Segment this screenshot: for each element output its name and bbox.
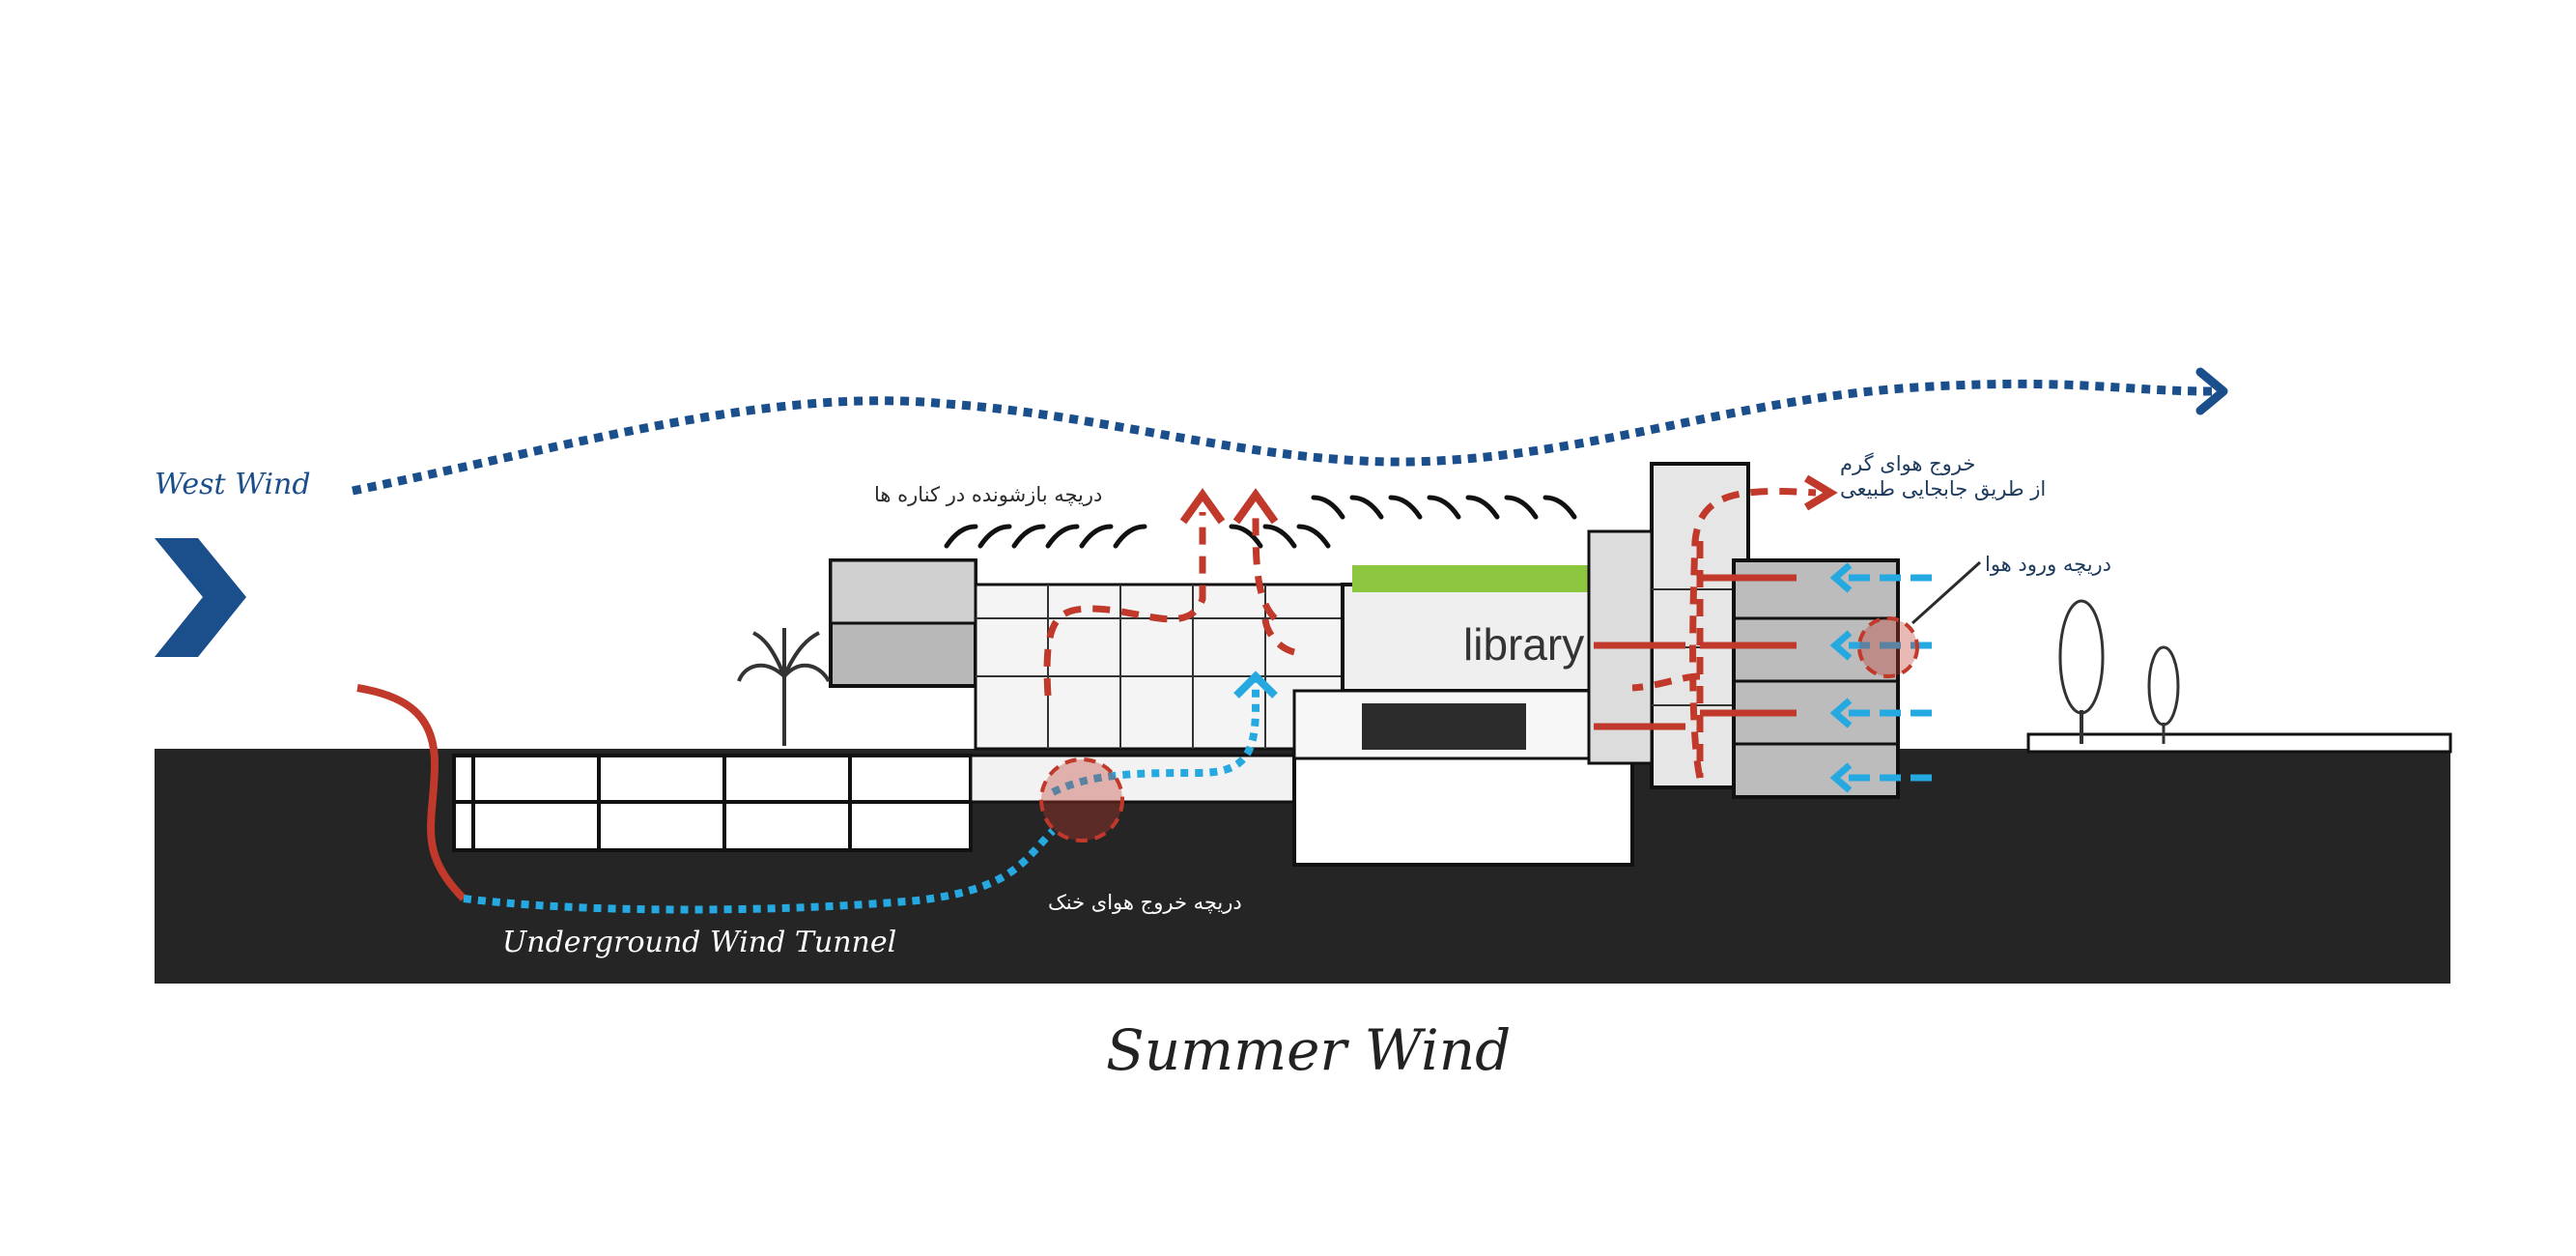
hot-air-exit-label-line1: خروج هوای گرم (1840, 452, 1976, 475)
hot-air-exit-label-line2: از طریق جابجایی طبیعی (1840, 477, 2047, 500)
underground-tunnel-label: Underground Wind Tunnel (502, 926, 897, 959)
library-block (1341, 583, 1615, 693)
library-window (1362, 703, 1526, 750)
west-wind-arrowhead-icon (2195, 367, 2228, 415)
west-wind-flow-line (352, 379, 2213, 496)
cool-air-inlet-arrowheads (1829, 562, 1853, 793)
basement-grid (454, 756, 971, 850)
hot-air-arrow-up-1-icon (1179, 488, 1226, 525)
hot-air-exhaust-lines (1594, 574, 1797, 730)
cool-air-flow (463, 676, 1260, 914)
side-vents-label: دریچه بازشونده در کناره ها (874, 483, 1103, 506)
library-label: library (1463, 619, 1585, 670)
hot-air-arrow-up-2-icon (1232, 488, 1279, 525)
hot-air-exit-arrow-icon (1803, 474, 1838, 511)
east-block (1732, 558, 1900, 799)
east-block-floors (1734, 616, 1898, 746)
air-inlet-label: دریچه ورود هوا (1985, 553, 2112, 576)
cool-air-exit-vent-marker (1039, 757, 1124, 842)
side-vent-louvers-right (1311, 495, 1577, 520)
atrium-frame (974, 583, 1345, 751)
palm-tree-icon (737, 628, 831, 746)
air-inlet-vent-marker (1857, 616, 1919, 678)
green-roof (1352, 565, 1608, 592)
air-inlet-leader (1911, 560, 1982, 625)
basement-void-library (1292, 754, 1634, 867)
cool-air-arrow-up-icon (1233, 671, 1278, 699)
wind-direction-chevron-icon (155, 538, 246, 657)
side-vent-louvers-left (944, 524, 1331, 549)
tree-icon-1 (2058, 599, 2105, 744)
basement-void-central (969, 754, 1296, 804)
diagram-title: Summer Wind (1106, 1017, 1512, 1083)
west-wind-label: West Wind (155, 468, 311, 501)
east-terrain (2026, 732, 2452, 754)
west-block-upper (829, 558, 977, 625)
cool-air-exit-label: دریچه خروج هوای خنک (1048, 891, 1242, 914)
tree-icon-2 (2147, 645, 2180, 744)
